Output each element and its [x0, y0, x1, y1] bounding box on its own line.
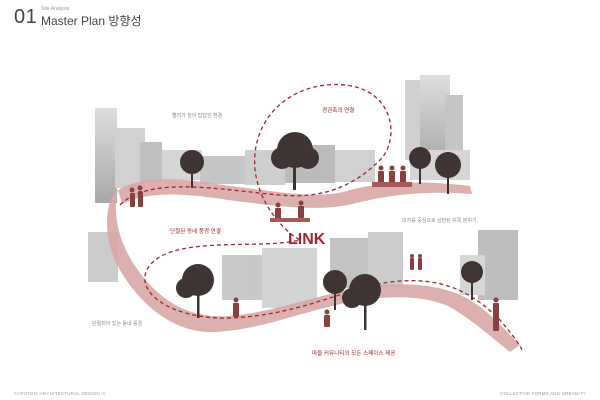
annotation-bottom-center: 마을 커뮤니티의 모든 스페이스 제공	[312, 349, 395, 357]
footer-theme: COLLECTIVE FORMS AND URBANITY	[500, 391, 586, 396]
tree-icon	[435, 152, 461, 194]
section-number: 01	[14, 6, 38, 28]
people-figures	[129, 165, 499, 331]
annotation-top-center: 경관축의 연결	[322, 106, 354, 114]
annotation-bottom-left: 단절되어 있는 동네 풍경	[92, 320, 142, 327]
link-label: LINK	[288, 231, 326, 248]
route-dashed-line	[119, 83, 523, 351]
annotation-right: 대지를 중심으로 상반된 위쪽 분위기	[402, 217, 477, 224]
tree-icon	[461, 261, 483, 300]
annotation-top-left: 빨리가 높이 답답한 환경	[172, 112, 222, 119]
tree-icon	[180, 150, 204, 188]
tree-icon	[271, 132, 319, 190]
section-label: Site Analysis	[41, 6, 70, 12]
annotation-middle-left: 단절된 동네 풍경 연결	[170, 227, 221, 235]
tree-icon	[176, 264, 214, 318]
page-title: Master Plan 방향성	[41, 14, 142, 28]
tree-icon	[323, 270, 347, 310]
tree-icon	[409, 147, 431, 184]
tree-icon	[342, 274, 381, 330]
footer-course: CAPSTON: ARCHITECTURAL DESIGN IV	[14, 391, 106, 396]
